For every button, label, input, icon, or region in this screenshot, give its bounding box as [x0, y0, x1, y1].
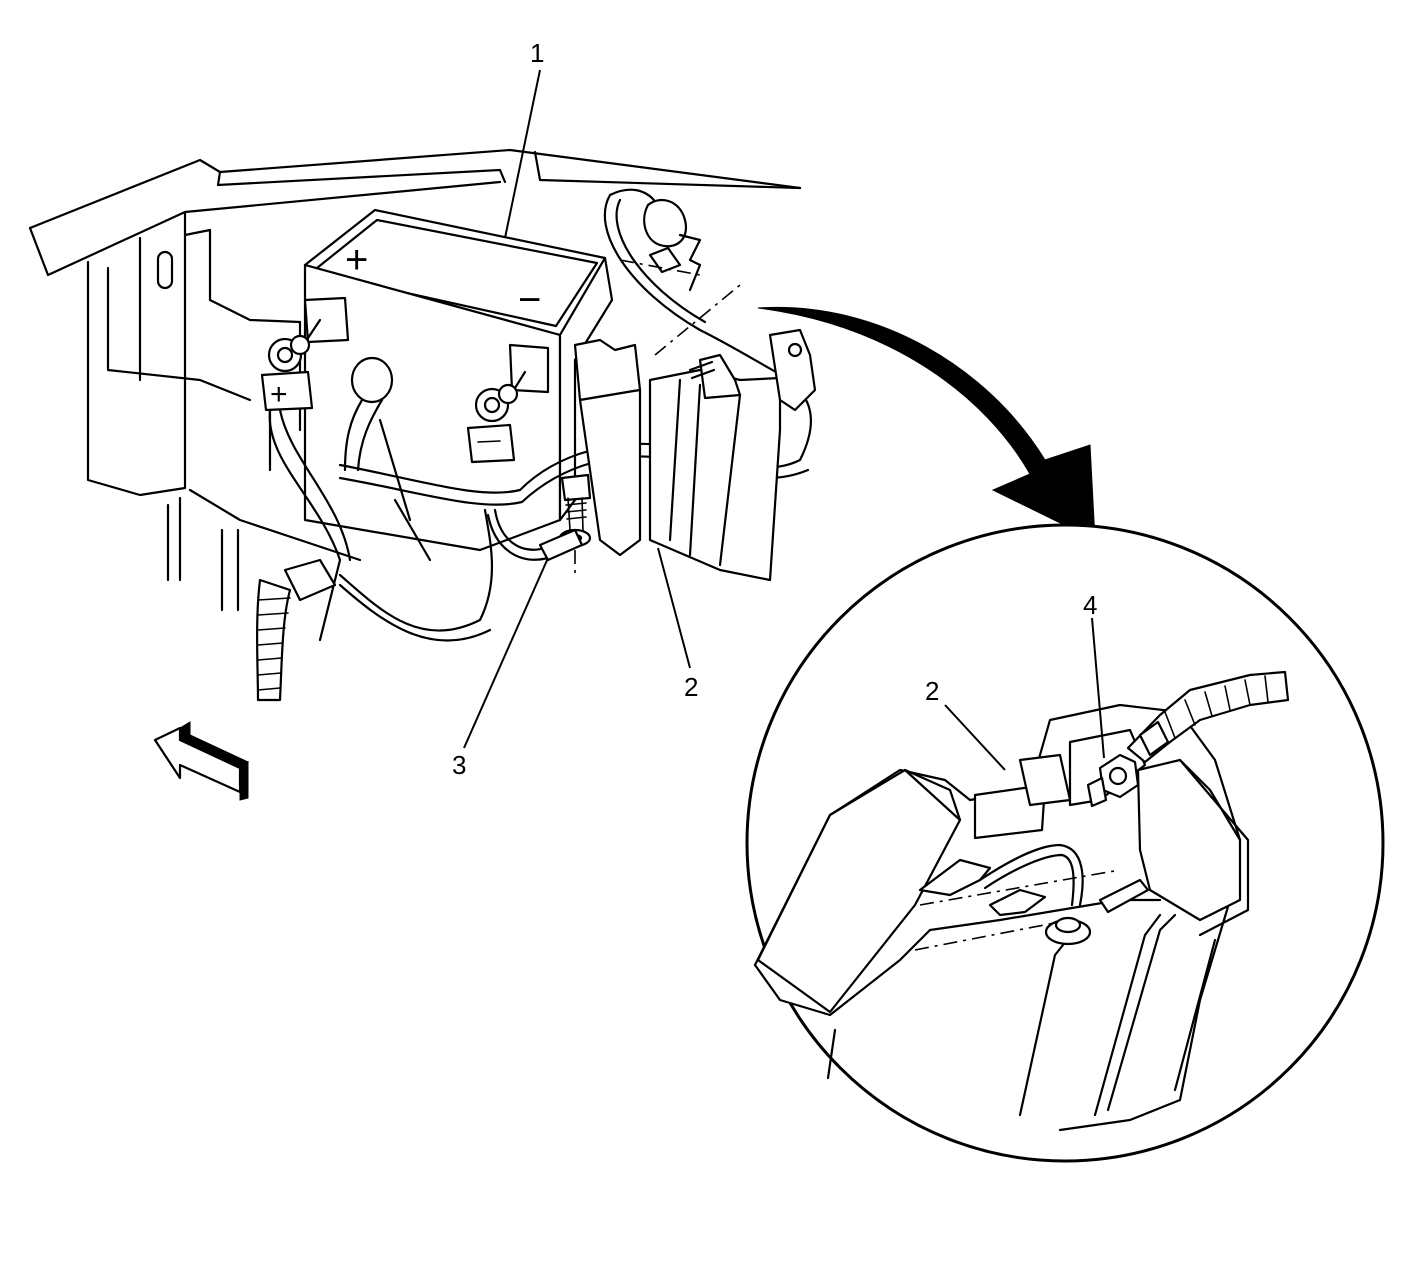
detail-view-arrow-icon	[757, 306, 1096, 541]
positive-clamp-symbol: +	[270, 378, 288, 411]
leader-2b	[944, 704, 1006, 771]
callout-1: 1	[530, 38, 544, 68]
leader-4	[1091, 617, 1105, 759]
engine-compartment-frame	[28, 148, 802, 612]
callout-labels: 1 2 3 2 4	[452, 38, 1097, 780]
leader-1	[504, 69, 541, 239]
positive-cable	[256, 356, 494, 702]
detail-view	[745, 523, 1385, 1163]
front-direction-arrow-icon	[153, 721, 249, 801]
callout-4: 4	[1083, 590, 1097, 620]
positive-symbol: +	[345, 238, 368, 282]
leader-3	[463, 557, 549, 749]
leader-2	[657, 547, 691, 669]
battery-tray	[573, 259, 817, 582]
callout-2: 2	[684, 672, 698, 702]
battery: + −	[303, 208, 614, 562]
ground-bolt	[538, 473, 592, 575]
callout-3: 3	[452, 750, 466, 780]
callout-2-detail: 2	[925, 676, 939, 706]
leader-lines	[463, 69, 1105, 771]
positive-terminal: +	[260, 318, 322, 412]
negative-symbol: −	[518, 278, 541, 322]
negative-terminal	[466, 370, 527, 464]
